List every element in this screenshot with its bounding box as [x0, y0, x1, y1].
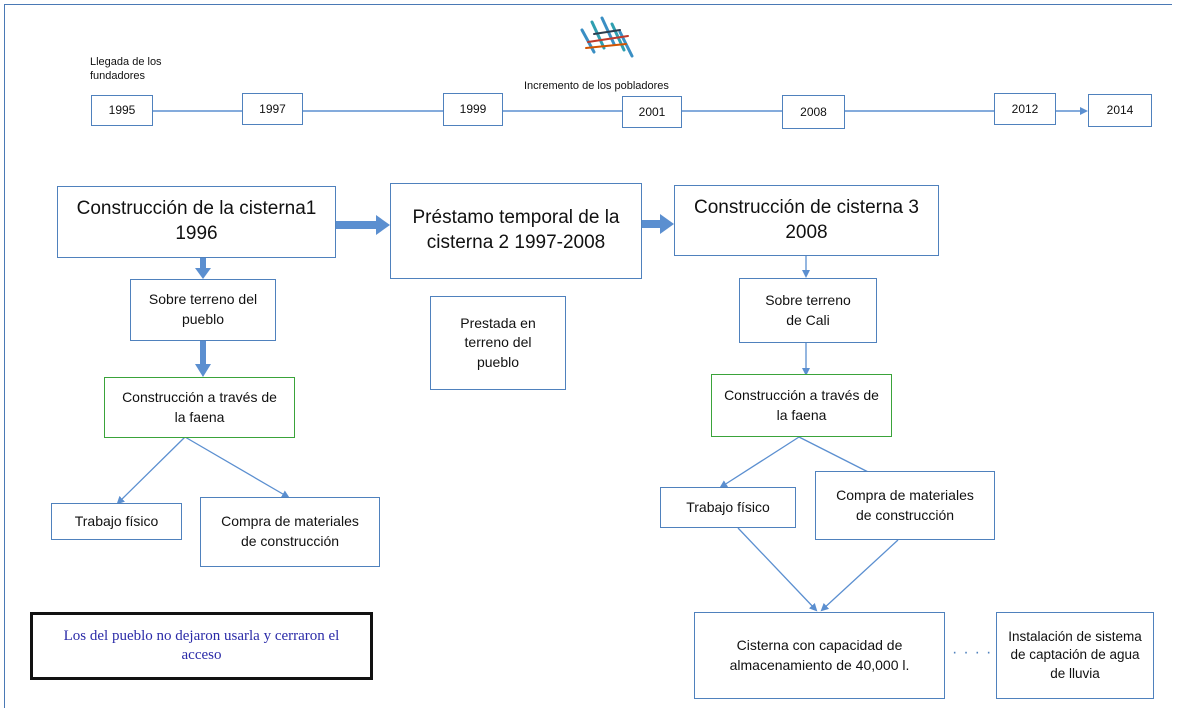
cistern-1-land: Sobre terreno del pueblo	[130, 279, 276, 341]
year-box-2014: 2014	[1088, 94, 1152, 127]
cistern-3-build: Construcción a través de la faena	[711, 374, 892, 437]
label-founders: Llegada de los fundadores	[90, 56, 162, 82]
block-arrow-1	[336, 215, 390, 235]
cistern-1-note: Los del pueblo no dejaron usarla y cerra…	[30, 612, 373, 680]
cistern-3-buy: Compra de materiales de construcción	[815, 471, 995, 540]
year-box-2012: 2012	[994, 93, 1056, 125]
cistern-3-rain: Instalación de sistema de captación de a…	[996, 612, 1154, 699]
cistern-3-land: Sobre terreno de Cali	[739, 278, 877, 343]
cistern-1-buy: Compra de materiales de construcción	[200, 497, 380, 567]
year-box-2001: 2001	[622, 96, 682, 128]
cistern-1-work: Trabajo físico	[51, 503, 182, 540]
cistern-1-build: Construcción a través de la faena	[104, 377, 295, 438]
diagram-frame	[4, 4, 1172, 708]
cistern-1-title: Construcción de la cisterna1 1996	[57, 186, 336, 258]
year-box-1997: 1997	[242, 93, 303, 125]
cistern-3-capacity: Cisterna con capacidad de almacenamiento…	[694, 612, 945, 699]
branch-c1-left	[116, 436, 186, 505]
dotted-connector: ····	[952, 644, 998, 661]
cistern-2-title: Préstamo temporal de la cisterna 2 1997-…	[390, 183, 642, 279]
cistern-2-land: Prestada en terreno del pueblo	[430, 296, 566, 390]
join-c3-right	[820, 539, 899, 612]
join-c3-left	[737, 527, 818, 612]
year-box-2008: 2008	[782, 95, 845, 129]
arrow-c1-a	[195, 258, 211, 279]
branch-c3-left	[719, 436, 800, 489]
year-box-1999: 1999	[443, 93, 503, 126]
cistern-3-work: Trabajo físico	[660, 487, 796, 528]
year-box-1995: 1995	[91, 95, 153, 126]
block-arrow-2	[642, 214, 674, 234]
label-population: Incremento de los pobladores	[524, 80, 669, 92]
population-icon	[580, 16, 634, 58]
branch-c1-right	[184, 436, 290, 499]
arrow-c1-b	[195, 341, 211, 377]
cistern-3-title: Construcción de cisterna 3 2008	[674, 185, 939, 256]
